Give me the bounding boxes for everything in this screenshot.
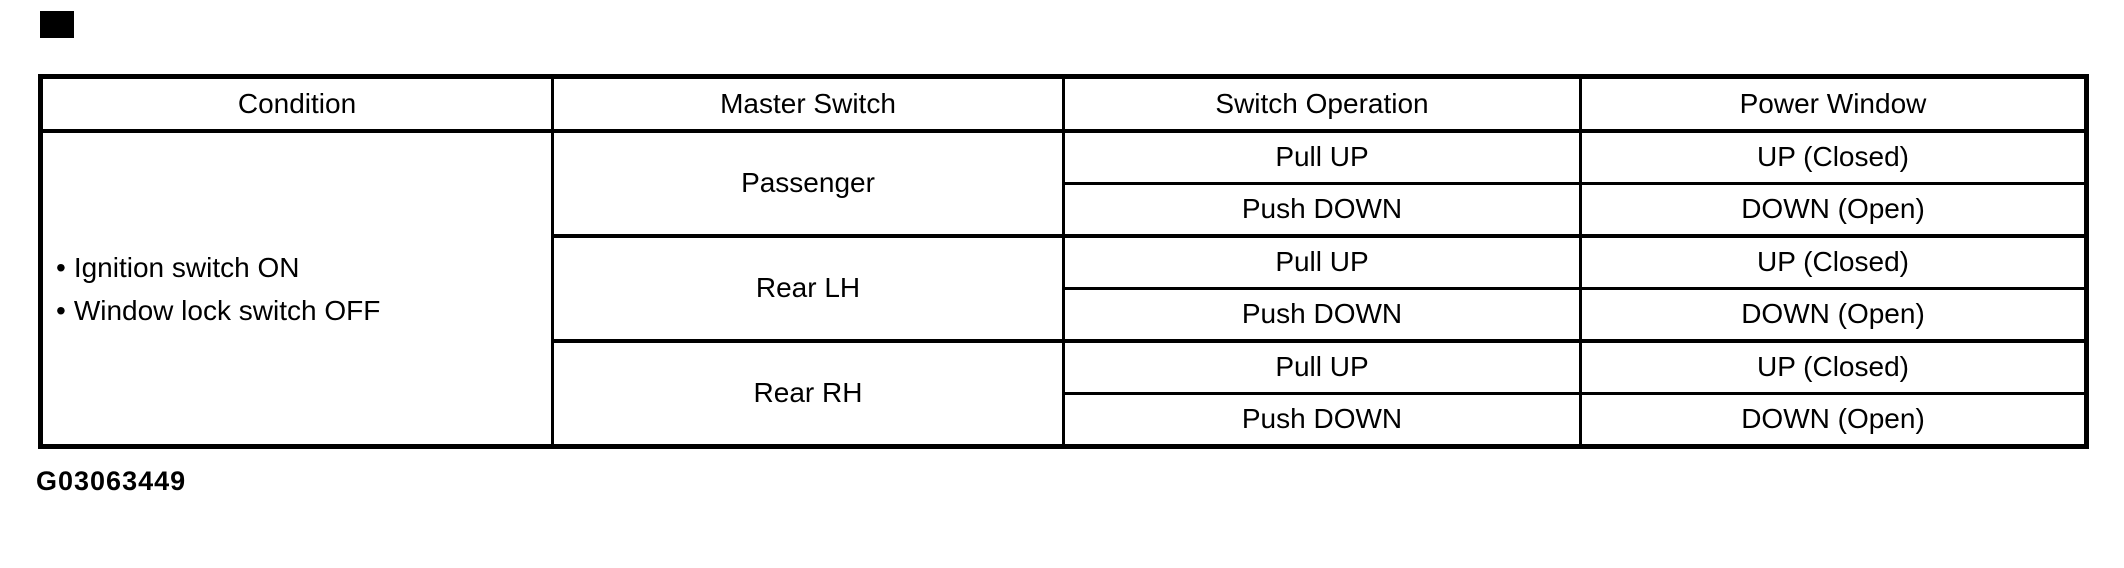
operation-cell: Push DOWN — [1062, 391, 1582, 449]
operation-cell: Pull UP — [1062, 233, 1582, 290]
header-cell-power-window: Power Window — [1579, 75, 2088, 133]
condition-item-text: Window lock switch OFF — [73, 294, 381, 326]
condition-item: •Window lock switch OFF — [44, 289, 550, 332]
table-row: Rear LH Pull UP UP (Closed) — [41, 233, 2088, 343]
bullet-icon: • — [56, 294, 66, 326]
header-cell-condition: Condition — [39, 75, 554, 133]
operation-cell: Pull UP — [1062, 338, 1582, 395]
table-header-row: Condition Master Switch Switch Operation… — [39, 75, 2088, 133]
power-window-cell: UP (Closed) — [1579, 233, 2088, 290]
power-window-cell: DOWN (Open) — [1579, 181, 2088, 238]
master-switch-cell-passenger: Passenger — [551, 129, 1065, 238]
condition-cell: •Ignition switch ON •Window lock switch … — [39, 129, 554, 448]
power-window-spec-table: Condition Master Switch Switch Operation… — [38, 74, 2089, 449]
power-window-cell: UP (Closed) — [1579, 338, 2088, 395]
operation-cell: Pull UP — [1062, 129, 1582, 185]
operation-cell: Push DOWN — [1062, 286, 1582, 343]
master-switch-cell-rear-lh: Rear LH — [551, 233, 1065, 343]
table-row: Push DOWN DOWN (Open) — [41, 181, 2088, 238]
power-window-cell: DOWN (Open) — [1579, 391, 2088, 449]
power-window-cell: UP (Closed) — [1579, 129, 2088, 185]
power-window-cell: DOWN (Open) — [1579, 286, 2088, 343]
header-cell-switch-operation: Switch Operation — [1062, 75, 1582, 133]
master-switch-cell-rear-rh: Rear RH — [551, 338, 1065, 448]
black-square-mark-icon — [40, 11, 74, 38]
bullet-icon: • — [56, 251, 66, 283]
figure-id-label: G03063449 — [36, 466, 187, 496]
table-row: Rear RH Pull UP UP (Closed) — [41, 338, 2088, 448]
operation-cell: Push DOWN — [1062, 181, 1582, 238]
table-row: Push DOWN DOWN (Open) — [41, 391, 2088, 449]
condition-item-text: Ignition switch ON — [73, 251, 300, 283]
condition-item: •Ignition switch ON — [44, 246, 550, 289]
header-cell-master-switch: Master Switch — [551, 75, 1065, 133]
table-row: Push DOWN DOWN (Open) — [41, 286, 2088, 343]
table-row: •Ignition switch ON •Window lock switch … — [39, 129, 2088, 448]
